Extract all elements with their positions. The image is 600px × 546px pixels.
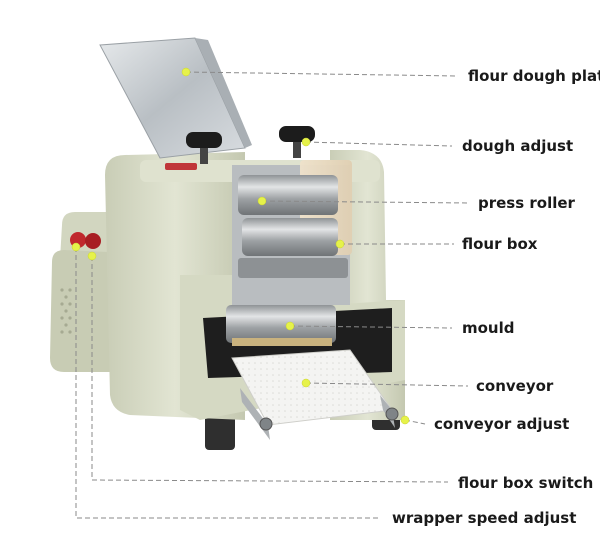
marker-dot-mould [285, 321, 295, 331]
callout-line-press-roller [261, 200, 471, 204]
label-wrapper-speed-adjust: wrapper speed adjust [392, 509, 576, 527]
callout-line-mould [289, 325, 453, 329]
switch-knob-red [85, 233, 101, 249]
machine-foot [205, 415, 235, 450]
mould-tray [232, 338, 332, 346]
label-conveyor: conveyor [476, 377, 554, 395]
label-press-roller: press roller [478, 194, 576, 212]
callout-line-flour-dough-plate [185, 71, 459, 77]
label-flour-dough-plate: flour dough plate [468, 67, 600, 85]
marker-dot-conveyor-adjust [400, 415, 410, 425]
callout-line-conveyor [305, 382, 469, 387]
mould-shape [226, 305, 336, 343]
marker-dot-flour-box [335, 239, 345, 249]
marker-dot-conveyor [301, 378, 311, 388]
callout-markers [71, 67, 410, 425]
press-roller-shape-lower [242, 218, 338, 256]
label-dough-adjust: dough adjust [462, 137, 573, 155]
marker-dot-flour-dough-plate [181, 67, 191, 77]
dough-plate-edge [195, 38, 252, 148]
speaker-grille [50, 250, 110, 372]
marker-dot-press-roller [257, 196, 267, 206]
callout-line-flour-box-switch [91, 256, 449, 483]
label-flour-box: flour box [462, 235, 538, 253]
marker-dot-wrapper-speed-adjust [71, 242, 81, 252]
label-conveyor-adjust: conveyor adjust [434, 415, 569, 433]
label-mould: mould [462, 319, 515, 337]
label-flour-box-switch: flour box switch [458, 474, 593, 492]
marker-dot-flour-box-switch [87, 251, 97, 261]
callout-line-dough-adjust [305, 141, 453, 147]
conveyor-adjust-screw [385, 407, 399, 421]
press-roller-shape [238, 175, 338, 215]
callout-line-wrapper-speed-adjust [75, 247, 380, 519]
callout-labels: flour dough plate dough adjust press rol… [392, 67, 600, 527]
callout-lines [75, 71, 471, 519]
grille-holes [60, 288, 72, 334]
conveyor-adjust-screw [259, 417, 273, 431]
marker-dot-dough-adjust [301, 137, 311, 147]
roller-base [238, 258, 348, 278]
brand-plate [165, 163, 197, 170]
dough-adjust-knob [186, 132, 222, 164]
